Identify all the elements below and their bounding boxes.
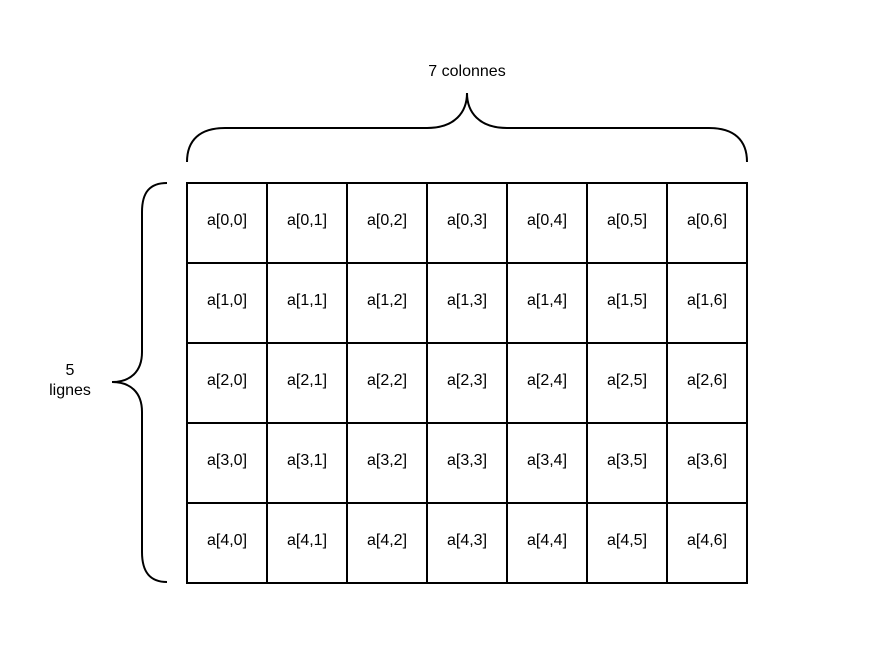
cell-3-6: a[3,6]: [668, 424, 748, 504]
columns-label: 7 colonnes: [428, 63, 506, 80]
cell-2-0: a[2,0]: [188, 344, 268, 424]
cell-1-4: a[1,4]: [508, 264, 588, 344]
cell-4-5: a[4,5]: [588, 504, 668, 584]
cell-0-2: a[0,2]: [348, 184, 428, 264]
rows-brace: [111, 182, 168, 583]
cell-2-2: a[2,2]: [348, 344, 428, 424]
rows-count: 5: [65, 362, 75, 379]
cell-2-3: a[2,3]: [428, 344, 508, 424]
cell-4-6: a[4,6]: [668, 504, 748, 584]
cell-4-0: a[4,0]: [188, 504, 268, 584]
cell-3-4: a[3,4]: [508, 424, 588, 504]
cell-0-0: a[0,0]: [188, 184, 268, 264]
cell-1-2: a[1,2]: [348, 264, 428, 344]
cell-3-1: a[3,1]: [268, 424, 348, 504]
cell-0-1: a[0,1]: [268, 184, 348, 264]
cell-4-1: a[4,1]: [268, 504, 348, 584]
cell-3-5: a[3,5]: [588, 424, 668, 504]
cell-4-2: a[4,2]: [348, 504, 428, 584]
cell-0-4: a[0,4]: [508, 184, 588, 264]
array-grid: a[0,0] a[0,1] a[0,2] a[0,3] a[0,4] a[0,5…: [186, 182, 748, 584]
cell-1-3: a[1,3]: [428, 264, 508, 344]
cell-2-1: a[2,1]: [268, 344, 348, 424]
cell-0-6: a[0,6]: [668, 184, 748, 264]
columns-brace: [186, 92, 748, 163]
cell-2-4: a[2,4]: [508, 344, 588, 424]
cell-4-3: a[4,3]: [428, 504, 508, 584]
cell-4-4: a[4,4]: [508, 504, 588, 584]
rows-label: 5 lignes: [30, 361, 110, 401]
cell-3-0: a[3,0]: [188, 424, 268, 504]
cell-2-5: a[2,5]: [588, 344, 668, 424]
cell-1-5: a[1,5]: [588, 264, 668, 344]
cell-1-1: a[1,1]: [268, 264, 348, 344]
cell-0-3: a[0,3]: [428, 184, 508, 264]
rows-word: lignes: [49, 382, 91, 399]
cell-3-3: a[3,3]: [428, 424, 508, 504]
cell-1-6: a[1,6]: [668, 264, 748, 344]
cell-0-5: a[0,5]: [588, 184, 668, 264]
cell-3-2: a[3,2]: [348, 424, 428, 504]
cell-2-6: a[2,6]: [668, 344, 748, 424]
cell-1-0: a[1,0]: [188, 264, 268, 344]
